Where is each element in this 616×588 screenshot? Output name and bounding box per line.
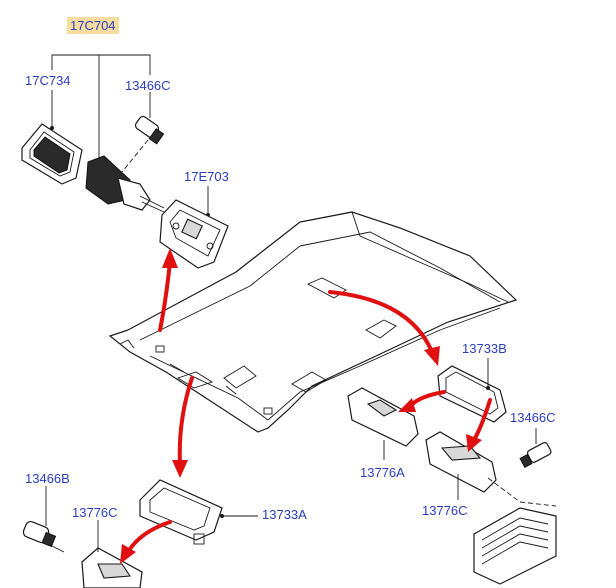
callout-bulb-right-13466c: 13466C: [510, 410, 556, 425]
assembly-leaders: [50, 54, 210, 217]
headliner-panel: [108, 211, 518, 433]
callout-bezel-right-13733b: 13733B: [462, 341, 507, 356]
callout-lamp-right-upper-13776a: 13776A: [360, 465, 405, 480]
lamp-right-upper-part: [347, 387, 419, 460]
lamp-left-part: [81, 520, 143, 588]
callout-assembly-17c704: 17C704: [67, 17, 119, 34]
callout-bracket-17e703: 17E703: [184, 169, 229, 184]
callout-bulb-left-13466b: 13466B: [25, 471, 70, 486]
callout-bulb-top-13466c: 13466C: [125, 78, 171, 93]
callout-frame-17c734: 17C734: [25, 73, 71, 88]
bulb-right-part: [519, 428, 552, 468]
bulb-top-part: [121, 115, 165, 173]
bulb-left-part: [22, 486, 65, 553]
bezel-left-part: [139, 479, 258, 545]
lamp-right-lower-part: [425, 431, 497, 500]
callout-lamp-left-13776c: 13776C: [72, 505, 118, 520]
assembly-arrows: [120, 248, 492, 564]
callout-lamp-right-lower-13776c: 13776C: [422, 503, 468, 518]
connector-grille-part: [473, 477, 557, 585]
callout-bezel-left-13733a: 13733A: [262, 507, 307, 522]
bracket-part: [159, 199, 229, 269]
lamp-housing-part: [85, 155, 165, 213]
mirror-frame-part: [21, 123, 83, 185]
bezel-right-part: [437, 358, 507, 423]
